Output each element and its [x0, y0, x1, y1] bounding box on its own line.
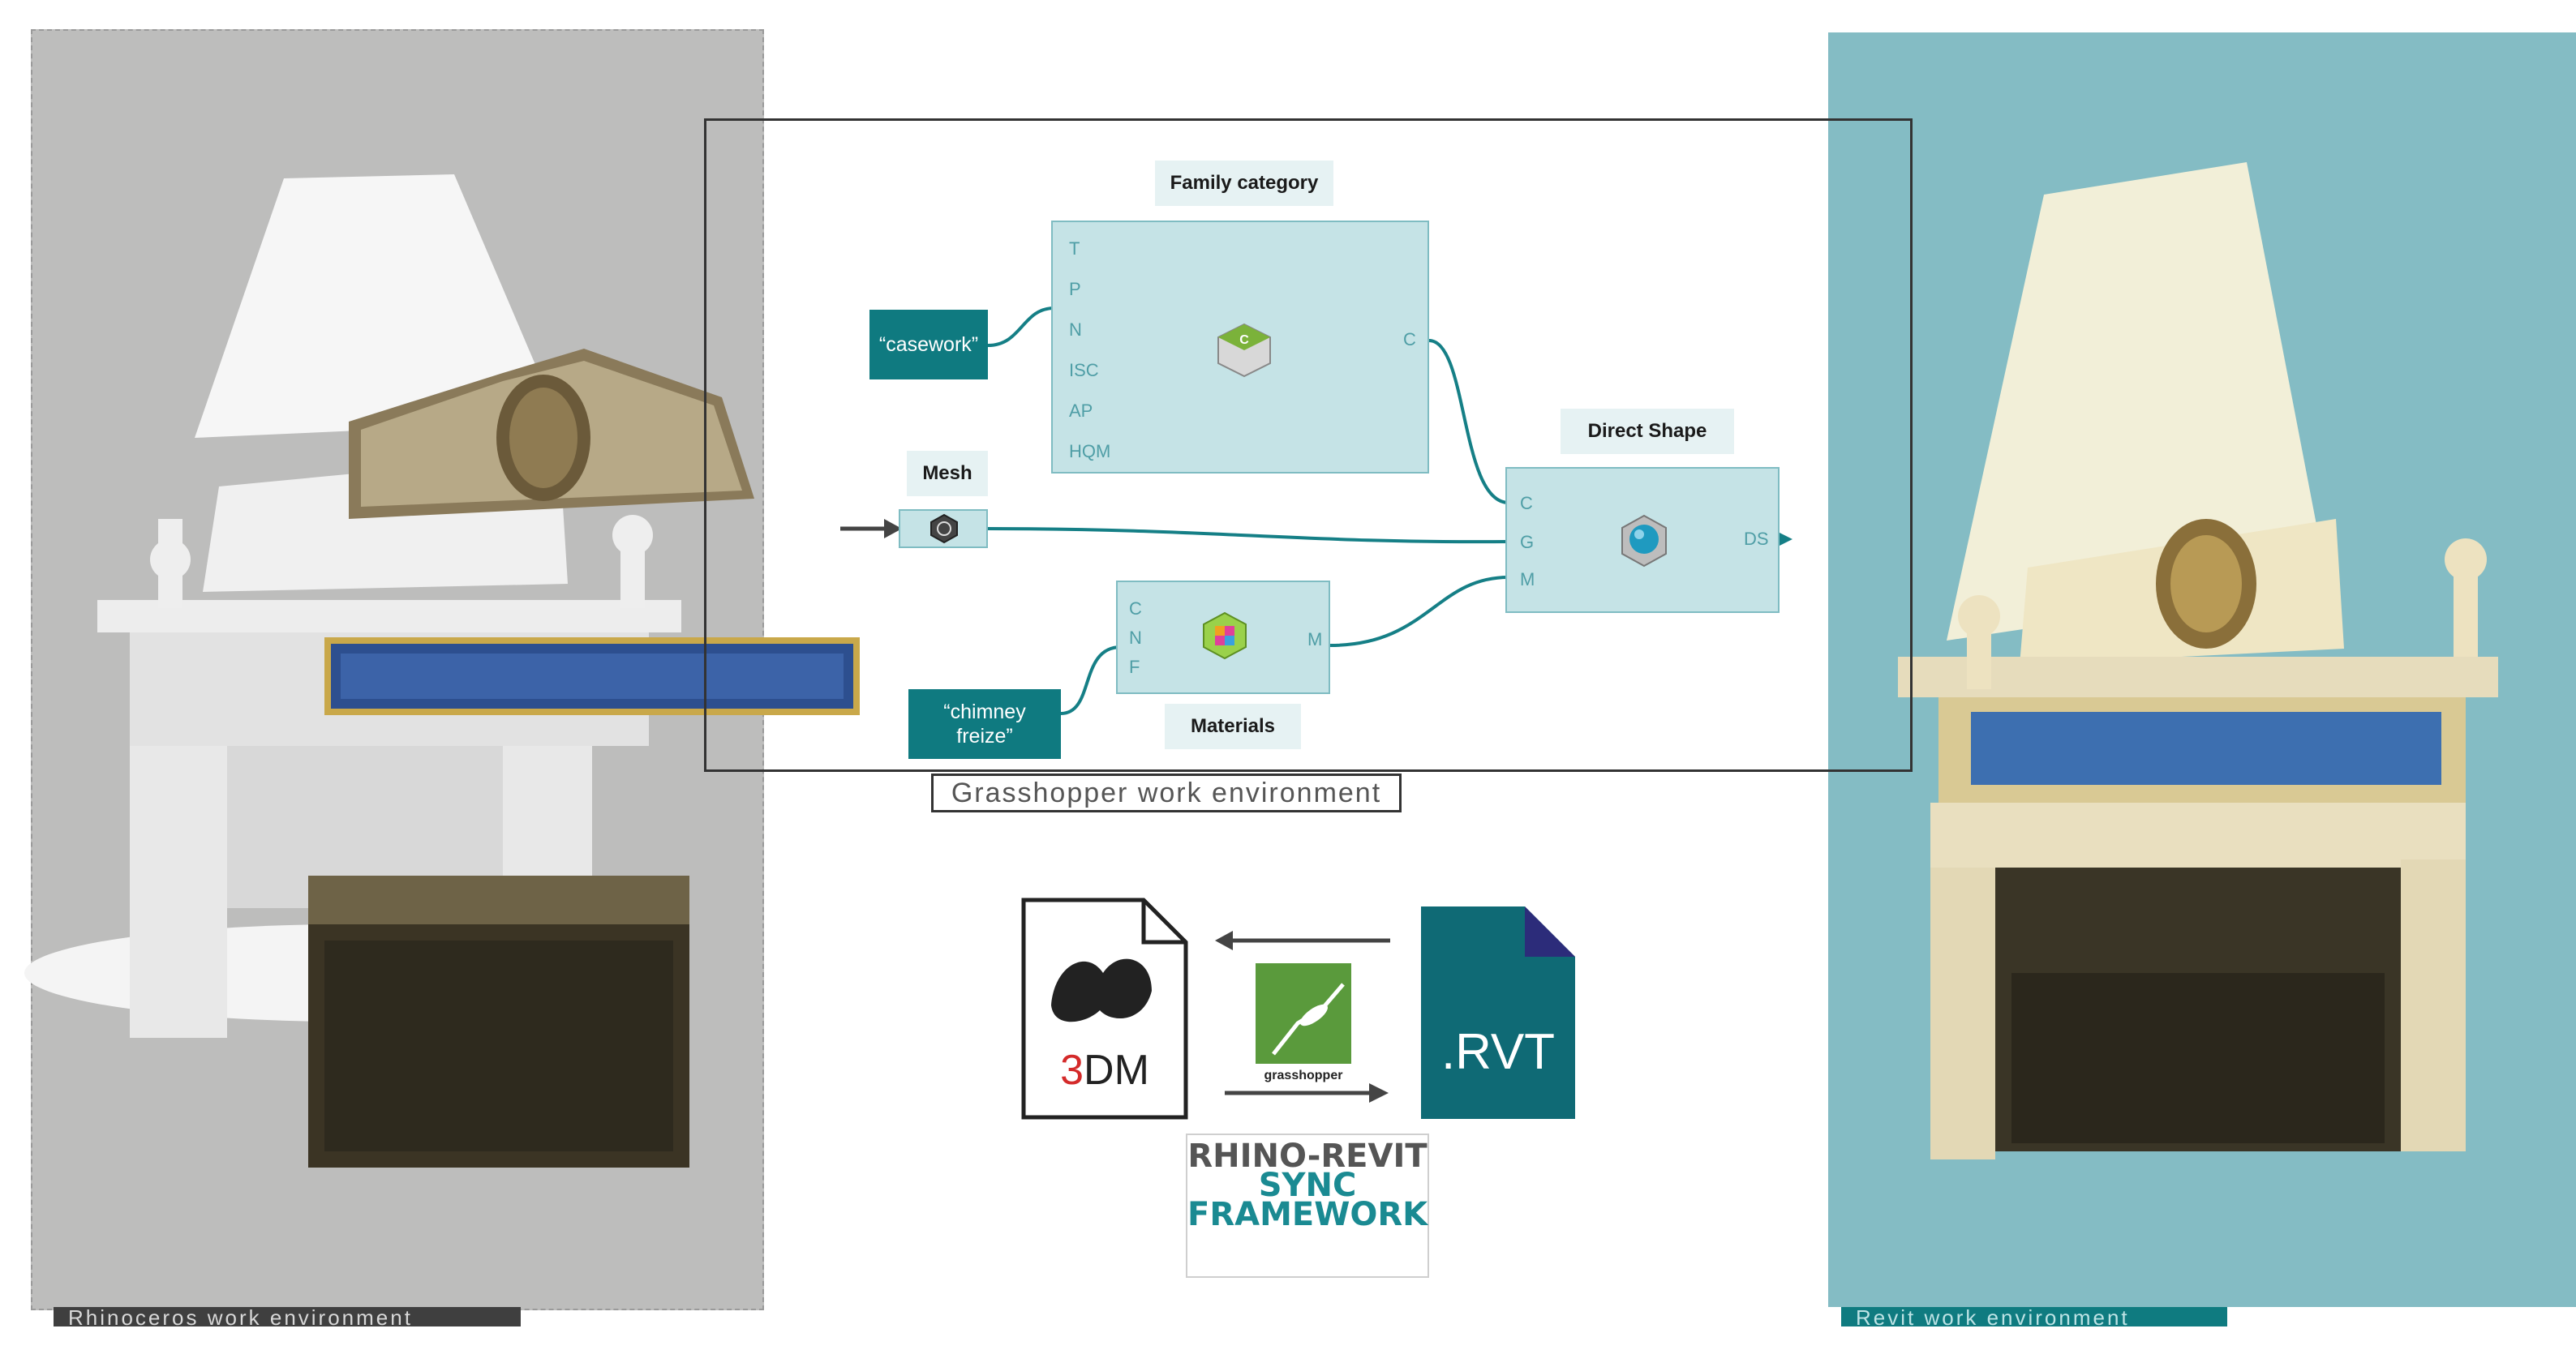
revit-rvt-extension: .RVT: [1440, 1024, 1556, 1080]
mesh-icon: [930, 513, 958, 544]
direct-shape-input-g[interactable]: G: [1520, 532, 1535, 552]
sync-arrows: [1215, 931, 1390, 1103]
family-category-title: Family category: [1155, 161, 1333, 206]
materials-input-f[interactable]: F: [1129, 657, 1140, 677]
rhino-extension-prefix: 3: [1060, 1047, 1084, 1094]
tympanum-texture-patch: [349, 349, 754, 519]
casework-parameter[interactable]: “casework”: [869, 310, 988, 379]
grasshopper-caption: grasshopper: [1264, 1069, 1343, 1082]
revit-rvt-file-icon: [1421, 906, 1575, 1119]
direct-shape-icon: [1621, 514, 1667, 568]
family-category-input-p[interactable]: P: [1069, 279, 1081, 299]
rhino-revit-sync-framework-logo: RHINO-REVIT SYNC FRAMEWORK: [1186, 1134, 1429, 1278]
materials-output-m[interactable]: M: [1307, 629, 1323, 649]
logo-line-3: FRAMEWORK: [1187, 1196, 1428, 1233]
family-category-input-hqm[interactable]: HQM: [1069, 441, 1111, 461]
direct-shape-input-m[interactable]: M: [1520, 569, 1535, 589]
family-category-component[interactable]: T P N ISC AP HQM C C: [1051, 221, 1429, 474]
direct-shape-input-c[interactable]: C: [1520, 493, 1533, 513]
frieze-texture-strip: [324, 637, 860, 715]
grasshopper-logo-icon: [1256, 963, 1351, 1064]
rhino-3dm-extension: 3DM: [1024, 1046, 1186, 1095]
mesh-component[interactable]: [899, 509, 988, 548]
rhino-3dm-file-icon: [1021, 898, 1188, 1120]
chimney-freize-parameter[interactable]: “chimney freize”: [908, 689, 1061, 759]
materials-icon: [1203, 611, 1247, 660]
grasshopper-environment-label: Grasshopper work environment: [931, 774, 1402, 812]
rhinoceros-environment-label: Rhinoceros work environment: [54, 1307, 521, 1326]
firebox-texture: [308, 876, 689, 1168]
family-category-input-t[interactable]: T: [1069, 238, 1080, 259]
materials-input-n[interactable]: N: [1129, 628, 1142, 648]
materials-title: Materials: [1165, 704, 1301, 749]
family-category-input-n[interactable]: N: [1069, 319, 1082, 340]
grasshopper-environment-frame: [704, 118, 1913, 772]
materials-input-c[interactable]: C: [1129, 598, 1142, 619]
revit-environment-label: Revit work environment: [1841, 1307, 2227, 1326]
direct-shape-component[interactable]: C G M DS: [1505, 467, 1780, 613]
direct-shape-title: Direct Shape: [1561, 409, 1734, 454]
logo-line-2: SYNC: [1258, 1167, 1357, 1204]
svg-text:C: C: [1239, 333, 1249, 347]
chimney-freize-line2: freize”: [956, 725, 1013, 748]
logo-line-1: RHINO-REVIT: [1187, 1138, 1428, 1175]
chimney-freize-line1: “chimney: [943, 701, 1026, 723]
rhino-extension-suffix: DM: [1084, 1047, 1149, 1094]
materials-component[interactable]: C N F M: [1116, 581, 1330, 694]
family-category-input-isc[interactable]: ISC: [1069, 360, 1099, 380]
mesh-title: Mesh: [907, 451, 988, 496]
revit-fireplace-model: [1898, 162, 2498, 1159]
family-category-icon: C: [1217, 323, 1271, 378]
family-category-input-ap[interactable]: AP: [1069, 401, 1093, 421]
family-category-output-c[interactable]: C: [1403, 329, 1416, 349]
direct-shape-output-ds[interactable]: DS: [1744, 529, 1769, 549]
